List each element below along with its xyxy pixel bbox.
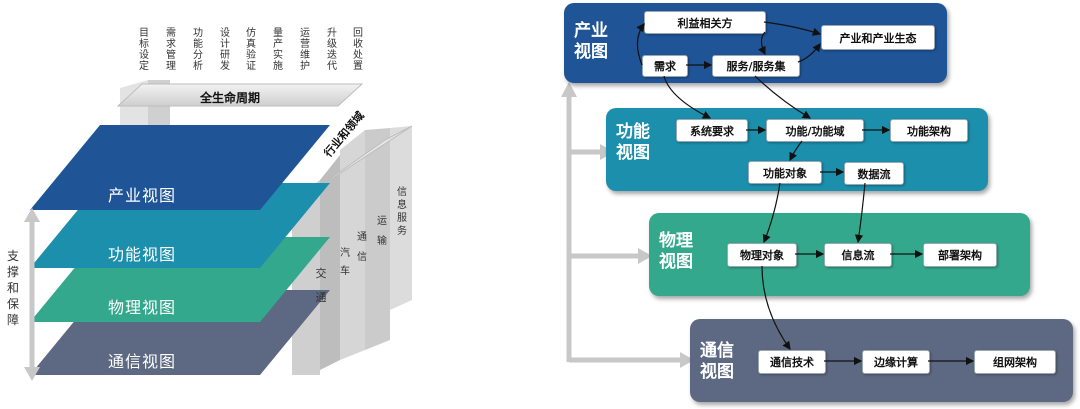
stage-label: 功能分析 [193,28,203,72]
box-physical-object: 物理对象 [727,243,797,267]
box-service-set: 服务/服务集 [712,55,800,77]
support-label: 支撑和保障 [6,249,19,327]
box-system-requirements: 系统要求 [676,119,748,142]
panel-comm-title: 通信视图 [700,341,734,382]
layer-plane-industry [30,125,330,210]
box-function-object: 功能对象 [748,161,822,184]
panel-physical-title: 物理视图 [659,231,693,272]
box-requirement: 需求 [642,55,688,77]
stage-label: 回收处置 [353,28,363,72]
layer-label-comm: 通信视图 [108,352,177,371]
panel-industry-title: 产业视图 [574,21,608,62]
stage-label: 目标设定 [139,28,149,72]
stage-label: 仿真验证 [246,28,256,72]
box-function-architecture: 功能架构 [890,119,968,142]
box-deployment-architecture: 部署架构 [923,243,997,267]
stage-label: 设计研发 [220,28,230,72]
rail-arrows [561,82,694,368]
stage-label: 升级迭代 [327,28,337,72]
layer-label-function: 功能视图 [108,245,177,264]
views-diagram: 产业视图 利益相关方 产业和产业生态 需求 服务/服务集 功能视图 系统要求 功… [540,0,1080,409]
box-info-flow: 信息流 [824,243,892,267]
stage-label: 需求管理 [166,28,176,72]
lifecycle-band [116,83,364,107]
stage-label: 运营维护 [300,28,310,72]
box-edge-computing: 边缘计算 [862,350,930,374]
layer-label-industry: 产业视图 [108,186,177,205]
domain-label: 信息服务 [397,187,407,237]
box-data-flow: 数据流 [844,162,904,185]
box-function-domain: 功能/功能域 [766,119,864,142]
box-network-architecture: 组网架构 [974,350,1056,374]
box-comm-tech: 通信技术 [758,350,826,374]
domain-label: 交通 [315,267,327,304]
domain-label: 通信 [357,232,367,263]
domain-label: 运输 [377,216,387,247]
layer-label-physical: 物理视图 [108,298,177,317]
box-industry-ecosystem: 产业和产业生态 [821,25,935,50]
box-stakeholders: 利益相关方 [644,11,766,34]
domain-label: 汽车 [340,248,350,277]
lifecycle-diagram: 目标设定 需求管理 功能分析 设计研发 仿真验证 量产实施 运营维护 升级迭代 … [0,0,440,409]
panel-function-title: 功能视图 [616,122,650,163]
lifecycle-title: 全生命周期 [200,91,261,105]
stage-label: 量产实施 [273,28,283,72]
lifecycle-cube-graphic [24,80,413,381]
